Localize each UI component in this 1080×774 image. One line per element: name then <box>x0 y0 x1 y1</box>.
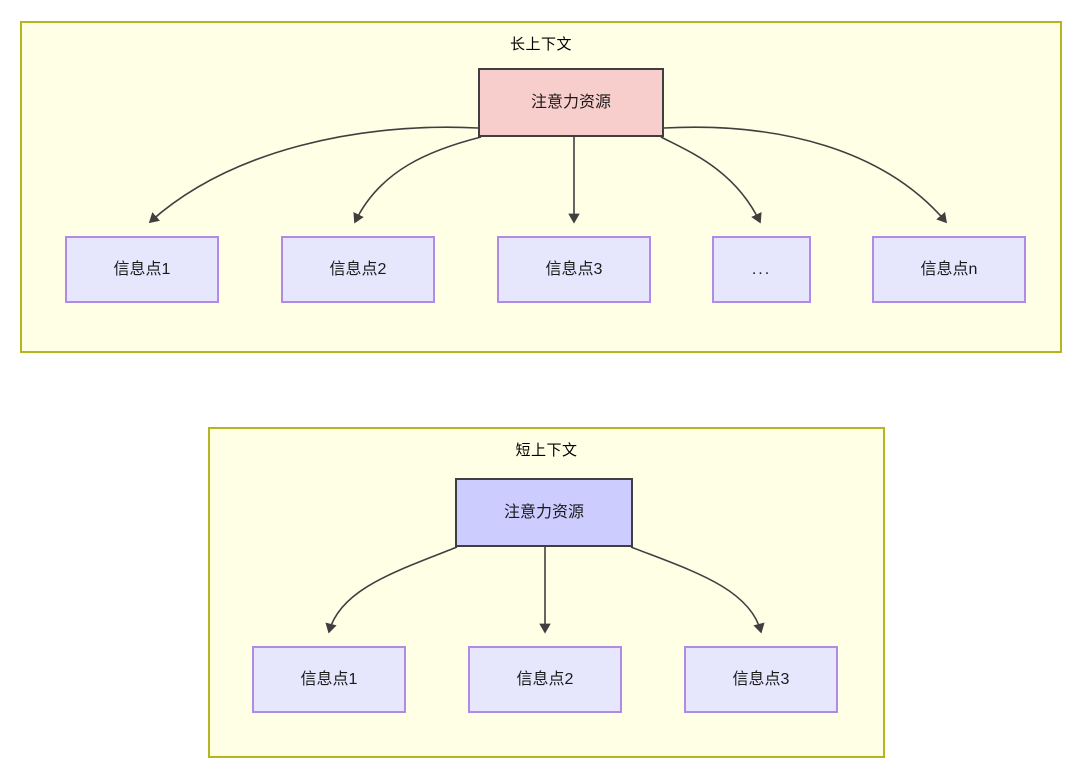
node-label: ... <box>751 260 772 278</box>
node-label: 信息点3 <box>545 260 603 278</box>
node-info-point-long-1[interactable]: 信息点1 <box>65 236 219 303</box>
node-label: 注意力资源 <box>503 503 584 521</box>
node-label: 信息点1 <box>300 670 358 688</box>
node-info-point-short-3[interactable]: 信息点3 <box>684 646 838 713</box>
node-info-point-short-1[interactable]: 信息点1 <box>252 646 406 713</box>
group-title-long-context: 长上下文 <box>509 36 572 53</box>
node-info-point-long-3[interactable]: 信息点3 <box>497 236 651 303</box>
node-label: 信息点n <box>920 260 978 278</box>
node-info-point-long-ellipsis[interactable]: ... <box>712 236 811 303</box>
node-label: 信息点2 <box>329 260 387 278</box>
group-title-short-context: 短上下文 <box>515 442 578 459</box>
node-label: 信息点3 <box>732 670 790 688</box>
node-info-point-long-2[interactable]: 信息点2 <box>281 236 435 303</box>
node-label: 信息点1 <box>113 260 171 278</box>
node-info-point-short-2[interactable]: 信息点2 <box>468 646 622 713</box>
node-attention-resource-long[interactable]: 注意力资源 <box>478 68 664 137</box>
node-label: 注意力资源 <box>530 93 611 111</box>
node-info-point-long-n[interactable]: 信息点n <box>872 236 1026 303</box>
node-label: 信息点2 <box>516 670 574 688</box>
node-attention-resource-short[interactable]: 注意力资源 <box>455 478 633 547</box>
